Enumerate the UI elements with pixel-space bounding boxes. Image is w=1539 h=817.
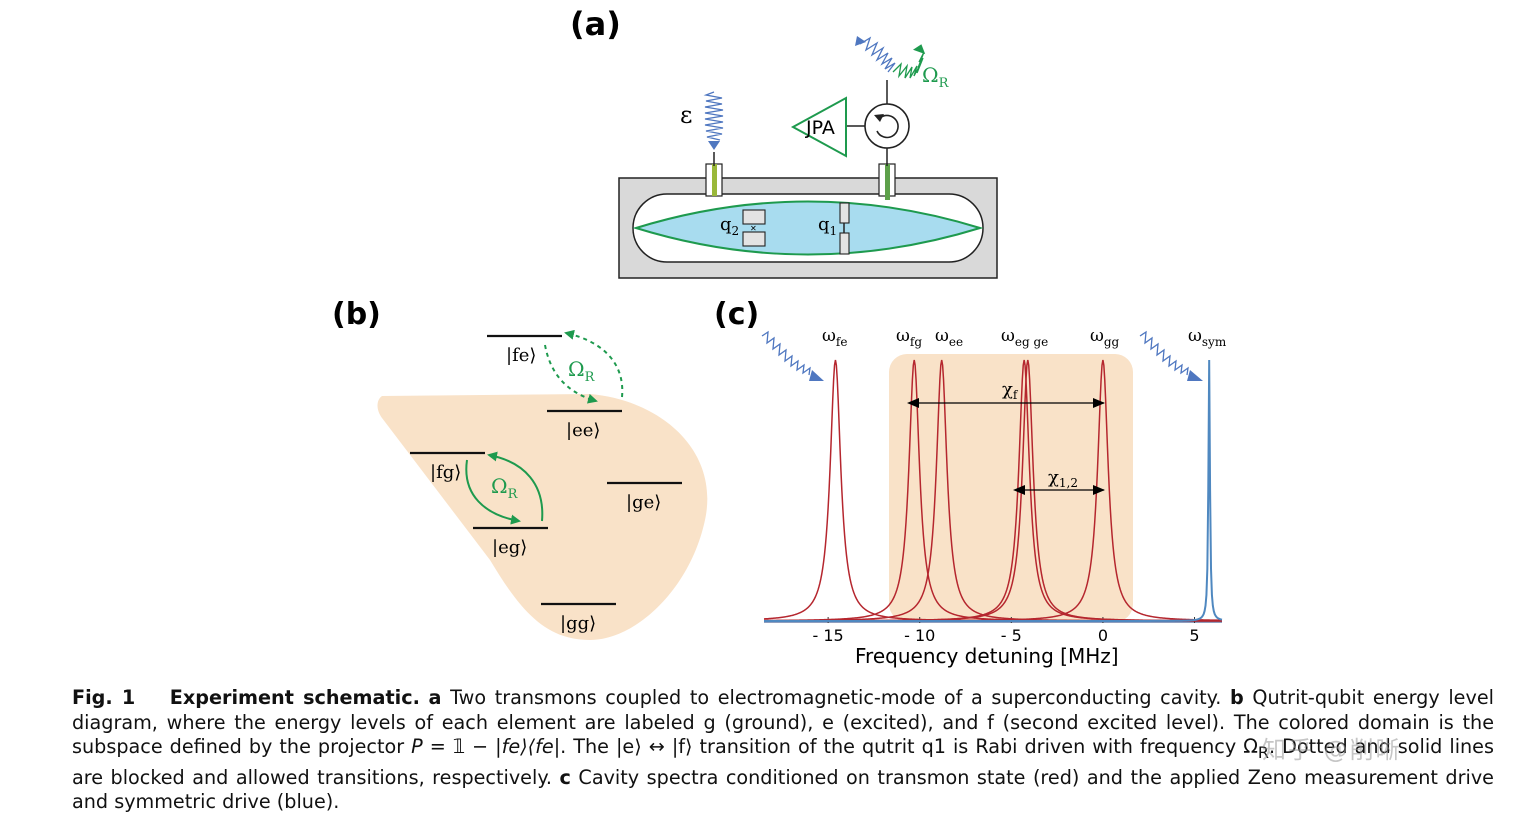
allowed-transition-down — [465, 459, 521, 525]
caption-fig-number: Fig. 1 — [72, 686, 136, 709]
transmon-q2: ✕ — [742, 209, 766, 247]
epsilon-label: ε — [680, 101, 692, 129]
peak-label-gg: ωgg — [1090, 326, 1120, 349]
caption-b-sub: R — [1257, 743, 1269, 763]
spectrum-peak-blue — [764, 359, 1223, 622]
panel-c-label: (c) — [714, 297, 759, 332]
jpa-amplifier — [790, 96, 847, 158]
peak-label-eg-ge: ωeg ge — [1001, 326, 1048, 349]
spectrum-plot: - 15 - 10 - 5 0 5 — [763, 359, 1223, 645]
x-tick-label: 5 — [1189, 626, 1199, 645]
caption-b-text2: . The |e⟩ ↔ |f⟩ transition of the qutrit… — [560, 735, 1258, 759]
omega-r-label: ΩR — [922, 63, 950, 91]
circulator — [864, 103, 910, 149]
sym-drive-wave — [1139, 330, 1189, 376]
caption-b-math: P = 𝟙 − |fe⟩⟨fe| — [411, 735, 561, 759]
watermark: 知乎 @削晰 — [1262, 736, 1402, 764]
level-eg-label: |eg⟩ — [492, 537, 527, 558]
omega-r-mid-label: ΩR — [491, 474, 519, 502]
x-tick-label: - 15 — [813, 626, 844, 645]
panel-c: (c) - 15 - 10 - 5 0 5 ωfe ωfg ωee ωeg ge ωgg… — [714, 297, 1227, 668]
projector-shade — [889, 354, 1133, 622]
level-ge-label: |ge⟩ — [626, 492, 661, 513]
caption-a-text: Two transmons coupled to electromagnetic… — [441, 686, 1231, 709]
cavity-mode — [632, 200, 984, 256]
level-ee-label: |ee⟩ — [566, 420, 600, 441]
zeno-drive-wave — [761, 330, 811, 376]
svg-text:✕: ✕ — [750, 224, 757, 233]
allowed-transition-up — [487, 451, 544, 522]
caption-b-text1: Qutrit-qubit energy level diagram, where… — [72, 686, 1494, 759]
peak-label-sym: ωsym — [1188, 326, 1227, 349]
omega-r-top-label: ΩR — [568, 357, 596, 385]
blue-drive-wave — [859, 36, 896, 73]
figure-canvas: (a) ✕ q2 q1 ε — [332, 5, 1227, 668]
q1-label: q1 — [818, 214, 837, 238]
level-fe-label: |fe⟩ — [506, 345, 536, 366]
epsilon-drive-wave — [703, 91, 724, 141]
circulator-arrow — [876, 114, 899, 139]
panel-a-label: (a) — [570, 5, 621, 43]
chi-12-label: χ1,2 — [1048, 467, 1078, 490]
peak-label-fg: ωfg — [896, 326, 922, 349]
caption-b-text3: . Dotted and solid lines are blocked and… — [72, 735, 1494, 789]
caption-b-label: b — [1230, 686, 1244, 709]
figure-caption: Fig. 1 Experiment schematic. a Two trans… — [72, 686, 1494, 815]
blocked-transition-up — [564, 329, 624, 398]
caption-title: Experiment schematic. — [169, 686, 420, 709]
epsilon-arrowhead — [708, 141, 720, 150]
caption-c-label: c — [559, 765, 571, 789]
x-tick-label: - 10 — [904, 626, 935, 645]
level-fg-label: |fg⟩ — [430, 462, 461, 483]
jpa-label: JPA — [805, 117, 835, 139]
peak-label-ee: ωee — [935, 326, 963, 349]
green-drive-wave — [892, 51, 925, 79]
caption-a-label: a — [428, 686, 442, 709]
panel-b: (b) |fe⟩ |ee⟩ |fg⟩ |ge⟩ |eg⟩ |gg⟩ ΩR ΩR — [332, 297, 708, 640]
panel-a: (a) ✕ q2 q1 ε — [570, 5, 998, 279]
caption-c-text: Cavity spectra conditioned on transmon s… — [72, 765, 1494, 814]
pin-right — [885, 164, 890, 200]
x-tick-label: - 5 — [1001, 626, 1022, 645]
panel-b-label: (b) — [332, 297, 381, 332]
transmon-q1 — [839, 202, 850, 255]
x-tick-label: 0 — [1098, 626, 1108, 645]
pin-left — [712, 164, 717, 196]
peak-label-fe: ωfe — [822, 326, 847, 349]
level-gg-label: |gg⟩ — [560, 613, 596, 634]
blocked-transition-down — [544, 344, 598, 404]
chi-f-label: χf — [1002, 379, 1019, 402]
q2-label: q2 — [720, 214, 739, 238]
x-axis-label: Frequency detuning [MHz] — [855, 644, 1119, 668]
